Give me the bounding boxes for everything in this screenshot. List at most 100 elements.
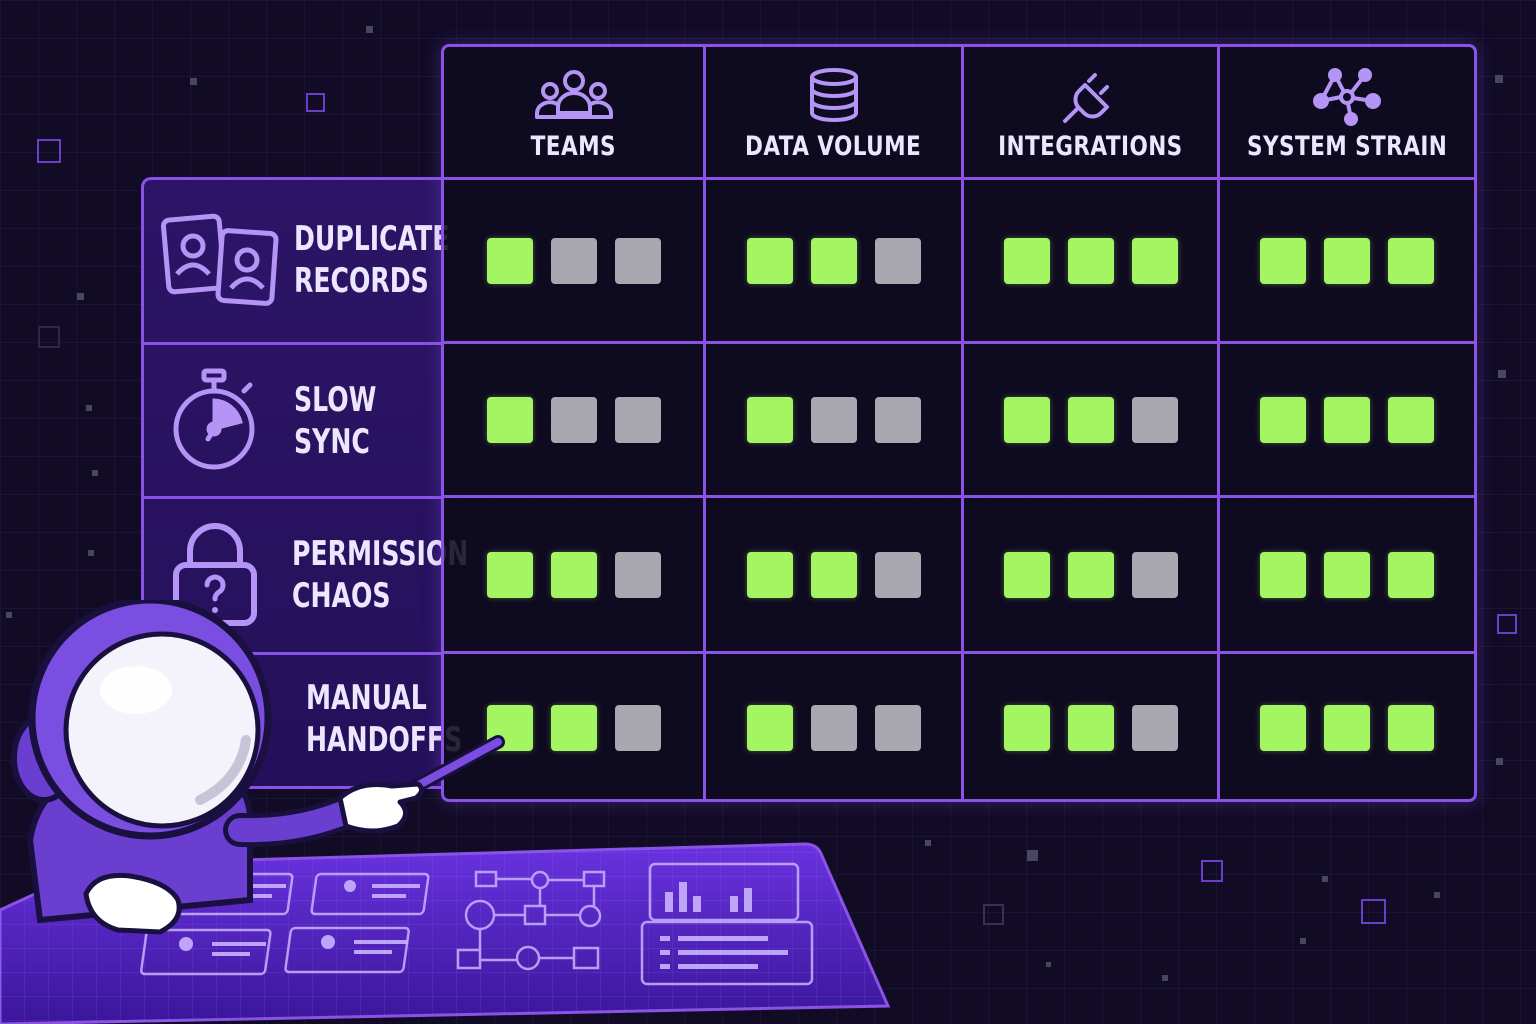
background-dot [1496, 758, 1503, 765]
background-square [37, 139, 61, 163]
background-dot [190, 78, 197, 85]
database-icon [809, 67, 858, 122]
column-header-system-strain: SYSTEM STRAIN [1220, 47, 1474, 177]
background-dot [366, 26, 373, 33]
matrix-cell [706, 498, 961, 651]
level-block-inactive [874, 237, 921, 284]
level-block-active [1388, 551, 1434, 598]
level-block-active [1260, 705, 1306, 751]
level-block-inactive [614, 705, 661, 751]
level-block-active [746, 237, 793, 284]
level-block-active [1324, 551, 1370, 598]
level-block-active [746, 396, 793, 443]
background-square [1497, 614, 1517, 634]
background-dot [1434, 892, 1440, 898]
level-block-active [486, 237, 533, 284]
level-block-active [1003, 705, 1050, 751]
level-block-active [1003, 551, 1050, 598]
matrix-cell [1220, 344, 1474, 495]
background-dot [1162, 975, 1168, 981]
background-square [1361, 899, 1386, 924]
background-square [38, 326, 60, 348]
level-block-inactive [614, 237, 661, 284]
background-square [983, 904, 1004, 925]
matrix-cell [1220, 654, 1474, 802]
level-block-inactive [1131, 705, 1178, 751]
team-icon [534, 69, 613, 119]
matrix-cell [706, 344, 961, 495]
column-label: INTEGRATIONS [998, 130, 1183, 162]
column-header-data-volume: DATA VOLUME [706, 47, 961, 177]
level-block-inactive [810, 396, 857, 443]
background-dot [88, 550, 94, 556]
matrix-cell [444, 344, 703, 495]
column-label: DATA VOLUME [745, 130, 922, 162]
level-block-active [1003, 396, 1050, 443]
matrix-cell [444, 498, 703, 651]
level-block-active [1067, 705, 1114, 751]
matrix-cell [1220, 498, 1474, 651]
level-block-active [1388, 705, 1434, 751]
level-block-active [1260, 237, 1306, 284]
header-divider [444, 177, 1474, 180]
background-dot [6, 612, 12, 618]
matrix-cell [444, 180, 703, 341]
level-block-active [1067, 396, 1114, 443]
level-block-active [746, 705, 793, 751]
level-block-inactive [874, 705, 921, 751]
level-block-active [550, 551, 597, 598]
background-dot [1027, 850, 1038, 861]
level-block-active [1131, 237, 1178, 284]
duplicate-profiles-icon [160, 213, 279, 306]
column-divider [1217, 47, 1220, 799]
level-block-inactive [810, 705, 857, 751]
level-block-active [550, 705, 597, 751]
level-block-active [1324, 237, 1370, 284]
level-block-inactive [874, 551, 921, 598]
plug-icon [1062, 72, 1109, 123]
background-dot [1322, 876, 1328, 882]
level-block-inactive [1131, 396, 1178, 443]
matrix-cell [964, 498, 1217, 651]
matrix-cell [706, 180, 961, 341]
row-divider [444, 341, 1474, 344]
column-label: TEAMS [530, 130, 617, 162]
background-dot [1300, 938, 1306, 944]
column-header-teams: TEAMS [444, 47, 703, 177]
level-block-inactive [550, 396, 597, 443]
row-divider [144, 342, 443, 345]
level-block-active [1003, 237, 1050, 284]
matrix-cell [964, 344, 1217, 495]
network-icon [1313, 67, 1381, 126]
column-divider [961, 47, 964, 799]
level-block-active [1260, 551, 1306, 598]
column-header-integrations: INTEGRATIONS [964, 47, 1217, 177]
level-block-active [746, 551, 793, 598]
level-block-inactive [614, 396, 661, 443]
matrix-cell [964, 180, 1217, 341]
level-block-active [810, 237, 857, 284]
background-dot [92, 470, 98, 476]
matrix-cell [1220, 180, 1474, 341]
background-dot [1498, 370, 1506, 378]
row-divider [444, 651, 1474, 654]
matrix-cell [444, 654, 703, 802]
level-block-active [1324, 705, 1370, 751]
level-block-inactive [1131, 551, 1178, 598]
level-block-active [486, 551, 533, 598]
background-dot [1495, 75, 1503, 83]
background-dot [925, 840, 931, 846]
matrix-panel: TEAMS DATA VOLUME INTEGRATIONS [441, 44, 1477, 802]
background-square [1201, 860, 1223, 882]
background-dot [1046, 962, 1051, 967]
matrix-cell [706, 654, 961, 802]
background-dot [77, 293, 84, 300]
